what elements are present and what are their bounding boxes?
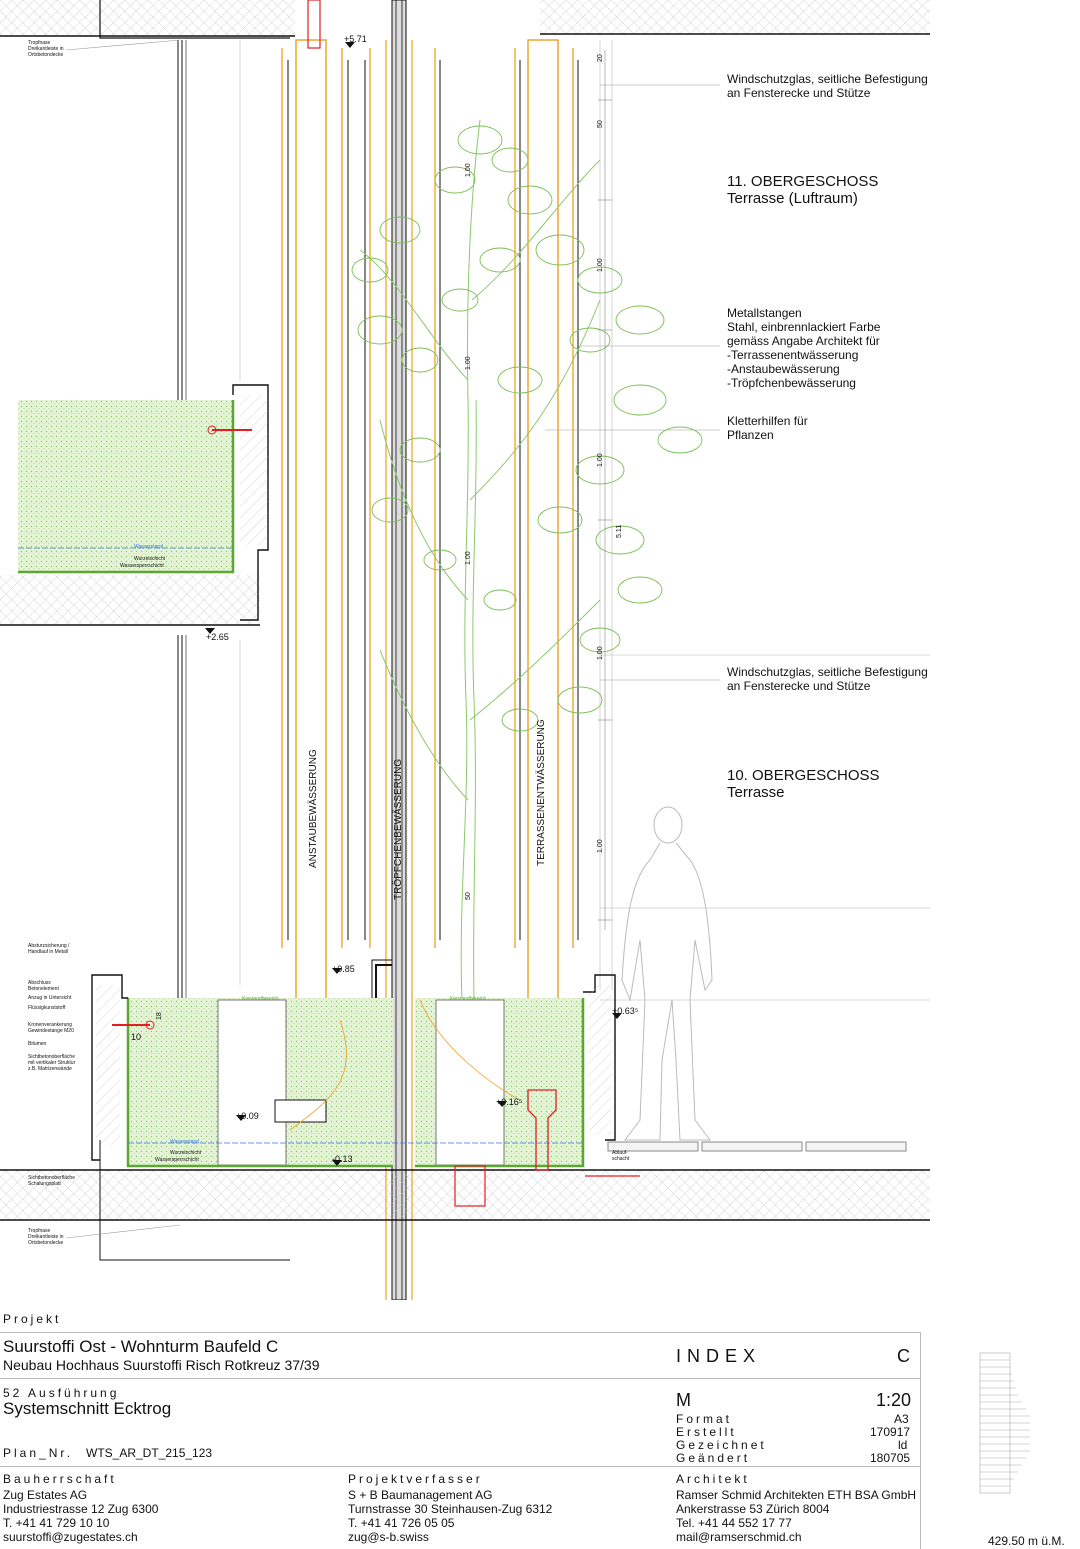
- level-markers: [205, 42, 622, 1166]
- dim-18: 18: [156, 1012, 163, 1020]
- architekt-line-2: Ankerstrasse 53 Zürich 8004: [676, 1502, 830, 1516]
- project-sub: Neubau Hochhaus Suurstoffi Risch Rotkreu…: [3, 1357, 320, 1373]
- dim-20: 20: [597, 54, 604, 62]
- scale-label: M: [676, 1390, 691, 1410]
- verfasser-line-4: zug@s-b.swiss: [348, 1530, 429, 1544]
- dim-511: 5.11: [616, 524, 623, 538]
- dim-50-top: 50: [597, 120, 604, 128]
- lower-planter: [0, 959, 930, 1261]
- section-drawing: Windschutzglas, seitliche Befestigung an…: [0, 0, 930, 1301]
- elevation-label: 429.50 m ü.M.: [988, 1534, 1065, 1548]
- label-absturz: Absturzsicherung / Handlauf in Metall: [28, 943, 70, 955]
- label-sicht2: Sichtbetonoberfläche Schalungsplatt: [28, 1175, 75, 1187]
- bauherr-line-3: T. +41 41 729 10 10: [3, 1516, 110, 1530]
- annotation-kletterhilfen: Kletterhilfen für Pflanzen: [727, 414, 808, 442]
- architekt-line-4: mail@ramserschmid.ch: [676, 1530, 802, 1544]
- erstellt-value: 170917: [870, 1425, 911, 1439]
- dim-10: 10: [131, 1032, 142, 1042]
- project-phase: 52 Ausführung: [3, 1386, 120, 1400]
- plan-number: WTS_AR_DT_215_123: [86, 1446, 213, 1460]
- project-section-label: Projekt: [3, 1312, 62, 1326]
- index-value: C: [897, 1346, 910, 1366]
- top-slab: [0, 0, 930, 39]
- right-facade: [599, 40, 930, 1001]
- dim-100-c: 1.00: [597, 646, 604, 660]
- label-troepfchenbewaesserung: TRÖPFCHENBEWÄSSERUNG: [393, 758, 404, 900]
- leader-lines: [65, 39, 720, 1239]
- label-sicht1: Sichtbetonoberfläche mit vertikaler Stru…: [28, 1054, 76, 1072]
- plan-label: Plan_Nr.: [3, 1446, 74, 1460]
- bauherr-line-1: Zug Estates AG: [3, 1488, 88, 1502]
- label-tropfnase-top: Tropfnase Dreikantleiste in Ortsbetondec…: [28, 40, 64, 58]
- label-wurzel-top: Wurzelschicht: [134, 556, 166, 562]
- tree-illustration: [351, 119, 703, 1001]
- annotation-windschutz-top: Windschutzglas, seitliche Befestigung an…: [727, 72, 928, 100]
- level-265: +2.65: [206, 632, 229, 642]
- label-wassersperr-top: Wassersperrschicht: [120, 563, 164, 569]
- verfasser-line-3: T. +41 41 726 05 05: [348, 1516, 455, 1530]
- label-ablaufschacht: Ablauf- schacht: [612, 1150, 630, 1162]
- project-title: Systemschnitt Ecktrog: [3, 1399, 172, 1418]
- dim-100-d: 1.00: [597, 839, 604, 853]
- label-tropfnase-bot: Tropfnase Dreikantleiste in Ortsbetondec…: [28, 1228, 64, 1246]
- label-wassersperr-bot: Wassersperrschicht: [155, 1157, 199, 1163]
- annotation-windschutz-mid: Windschutzglas, seitliche Befestigung an…: [727, 665, 928, 693]
- architekt-line-1: Ramser Schmid Architekten ETH BSA GmbH: [676, 1488, 917, 1502]
- format-label: Format: [676, 1412, 733, 1426]
- label-wasserstand-top: Wasserstand: [134, 544, 163, 550]
- architekt-line-3: Tel. +41 44 552 17 77: [676, 1516, 792, 1530]
- scale-value: 1:20: [876, 1390, 912, 1410]
- label-anstaubewaesserung: ANSTAUBEWÄSSERUNG: [308, 749, 319, 868]
- label-kronen: Kronenverankerung Gewindestange M20: [28, 1022, 74, 1034]
- verfasser-line-1: S + B Baumanagement AG: [348, 1488, 493, 1502]
- gezeichnet-label: Gezeichnet: [676, 1438, 767, 1452]
- dim-100-b: 1.00: [597, 453, 604, 467]
- annotation-og10: 10. OBERGESCHOSS Terrasse: [727, 767, 880, 801]
- title-block: Projekt Suurstoffi Ost - Wohnturm Baufel…: [0, 1308, 1080, 1549]
- dim-100-e: 1.00: [465, 163, 472, 177]
- bauherr-line-2: Industriestrasse 12 Zug 6300: [3, 1502, 159, 1516]
- gezeichnet-value: ld: [898, 1438, 908, 1452]
- architekt-label: Architekt: [676, 1472, 750, 1486]
- label-bitumen: Bitumen: [28, 1041, 47, 1047]
- dim-100-a: 1.00: [597, 258, 604, 272]
- geaendert-value: 180705: [870, 1451, 911, 1465]
- level-013: -0.13: [332, 1154, 353, 1164]
- label-wurzel-bot: Wurzelschicht: [170, 1150, 202, 1156]
- dimension-line: [598, 50, 612, 930]
- label-abschluss: Abschluss Betonelement: [28, 980, 59, 992]
- verfasser-label: Projektverfasser: [348, 1472, 483, 1486]
- level-016: +0.16⁵: [496, 1097, 523, 1107]
- label-kiesrand-1: Kiesrandbereich: [242, 996, 279, 1002]
- left-facade: [177, 40, 241, 1010]
- geaendert-label: Geändert: [676, 1451, 751, 1465]
- label-fluessig: Flüssigkunststoff: [28, 1005, 66, 1011]
- index-label: INDEX: [676, 1346, 762, 1366]
- verfasser-line-2: Turnstrasse 30 Steinhausen-Zug 6312: [348, 1502, 553, 1516]
- level-063: +0.63⁵: [612, 1006, 639, 1016]
- label-terrassenentwaesserung: TERRASSENENTWÄSSERUNG: [536, 719, 547, 866]
- dim-50-bot: 50: [465, 892, 472, 900]
- label-wasserstand-bot: Wasserstand: [170, 1139, 199, 1145]
- annotation-og11: 11. OBERGESCHOSS Terrasse (Luftraum): [727, 173, 879, 207]
- bauherr-label: Bauherrschaft: [3, 1472, 117, 1486]
- bauherr-line-4: suurstoffi@zugestates.ch: [3, 1530, 138, 1544]
- format-value: A3: [894, 1412, 909, 1426]
- project-name: Suurstoffi Ost - Wohnturm Baufeld C: [3, 1337, 279, 1356]
- section-svg: [0, 0, 930, 1301]
- person-silhouette: [621, 806, 713, 1141]
- erstellt-label: Erstellt: [676, 1425, 737, 1439]
- level-571: +5.71: [344, 34, 367, 44]
- level-085: +0.85: [332, 964, 355, 974]
- dim-100-f: 1.00: [465, 356, 472, 370]
- label-kiesrand-2: Kiesrandbereich: [450, 996, 487, 1002]
- upper-planter: [0, 384, 269, 626]
- annotation-metallstangen: Metallstangen Stahl, einbrennlackiert Fa…: [727, 306, 881, 390]
- level-009: +0.09: [236, 1111, 259, 1121]
- tower-pictogram: [979, 1352, 1030, 1494]
- label-anzug: Anzug in Untersicht: [28, 995, 72, 1001]
- dim-100-g: 1.00: [465, 551, 472, 565]
